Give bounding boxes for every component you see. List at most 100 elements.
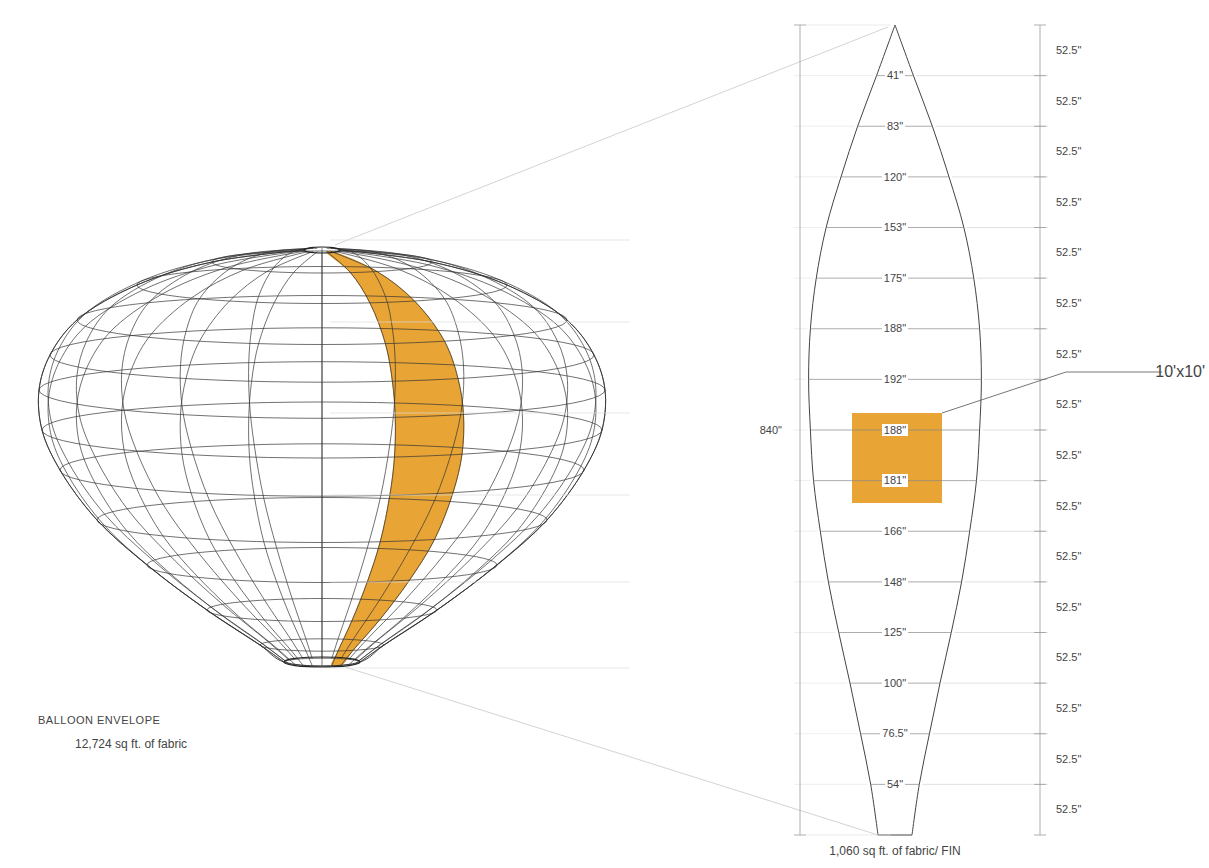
segment-dimension: 52.5" bbox=[1054, 601, 1083, 614]
projection-line bbox=[335, 27, 888, 245]
parallel-line bbox=[60, 444, 584, 496]
extension-line bbox=[806, 25, 891, 26]
extension-line bbox=[967, 227, 1048, 228]
level-guide bbox=[330, 582, 630, 583]
width-dimension: 54" bbox=[885, 778, 905, 791]
meridian-line bbox=[48, 250, 305, 661]
extension-line bbox=[794, 531, 817, 532]
level-guide bbox=[330, 668, 630, 669]
caption-text: BALLOON ENVELOPE bbox=[38, 714, 160, 727]
dimension-tick bbox=[1034, 328, 1046, 329]
dimension-line bbox=[800, 25, 801, 835]
leader-line bbox=[942, 372, 1162, 413]
balloon-wireframe bbox=[38, 247, 605, 667]
segment-dimension: 52.5" bbox=[1054, 550, 1083, 563]
meridian-line bbox=[180, 252, 313, 666]
extension-line bbox=[794, 278, 813, 279]
meridian-line bbox=[339, 250, 596, 661]
dimension-tick bbox=[1034, 278, 1046, 279]
dimension-tick bbox=[1034, 480, 1046, 481]
extension-line bbox=[794, 75, 874, 76]
parallel-line bbox=[212, 251, 432, 273]
segment-dimension: 52.5" bbox=[1054, 449, 1083, 462]
extension-line bbox=[794, 480, 811, 481]
width-dimension: 192" bbox=[882, 373, 908, 386]
extension-line bbox=[932, 733, 1048, 734]
meridian-line bbox=[327, 252, 396, 666]
extension-line bbox=[794, 176, 838, 177]
dimension-tick bbox=[1034, 75, 1046, 76]
width-dimension: 166" bbox=[882, 525, 908, 538]
meridian-line bbox=[249, 248, 318, 658]
height-dimension: 840" bbox=[758, 424, 784, 437]
dimension-tick bbox=[1034, 25, 1046, 26]
dimension-tick bbox=[1034, 531, 1046, 532]
dimension-tick bbox=[1034, 176, 1046, 177]
guide-lines bbox=[330, 27, 888, 835]
meridian-line bbox=[249, 252, 318, 666]
dimension-tick bbox=[1034, 733, 1046, 734]
segment-dimension: 52.5" bbox=[1054, 297, 1083, 310]
dimension-lines bbox=[794, 25, 1046, 835]
segment-dimension: 52.5" bbox=[1054, 500, 1083, 513]
projection-line bbox=[345, 667, 878, 835]
parallel-line bbox=[260, 639, 384, 651]
extension-line bbox=[794, 683, 847, 684]
highlighted-gore bbox=[327, 251, 464, 666]
segment-dimension: 52.5" bbox=[1054, 803, 1083, 816]
width-dimension: 148" bbox=[882, 576, 908, 589]
extension-line bbox=[935, 126, 1048, 127]
extension-line bbox=[794, 126, 855, 127]
level-guide bbox=[330, 322, 630, 323]
extension-line bbox=[794, 581, 825, 582]
dimension-tick bbox=[1034, 835, 1046, 836]
dimension-tick bbox=[1034, 430, 1046, 431]
width-dimension: 153" bbox=[882, 221, 908, 234]
segment-dimension: 52.5" bbox=[1054, 95, 1083, 108]
dimension-tick bbox=[1034, 632, 1046, 633]
caption-text: 1,060 sq ft. of fabric/ FIN bbox=[829, 845, 960, 859]
parallel-line bbox=[77, 296, 567, 345]
extension-line bbox=[977, 278, 1048, 279]
gore-pattern bbox=[794, 25, 1048, 835]
level-guide bbox=[330, 240, 630, 241]
extension-line bbox=[954, 632, 1048, 633]
fabric-square bbox=[852, 413, 942, 503]
parallel-line bbox=[147, 548, 497, 583]
segment-dimension: 52.5" bbox=[1054, 348, 1083, 361]
extension-line bbox=[794, 227, 823, 228]
dimension-tick bbox=[1034, 227, 1046, 228]
level-guide bbox=[330, 495, 630, 496]
extension-line bbox=[794, 784, 868, 785]
meridian-line bbox=[327, 248, 396, 658]
parallel-line bbox=[39, 362, 605, 419]
width-dimension: 100" bbox=[882, 677, 908, 690]
parallel-line bbox=[207, 599, 437, 622]
extension-line bbox=[943, 683, 1048, 684]
width-dimension: 181" bbox=[882, 474, 908, 487]
parallel-line bbox=[42, 402, 602, 458]
level-guide bbox=[330, 413, 630, 414]
extension-line bbox=[983, 328, 1048, 329]
segment-dimension: 52.5" bbox=[1054, 196, 1083, 209]
extension-line bbox=[922, 784, 1048, 785]
dimension-tick bbox=[1034, 126, 1046, 127]
parallel-line bbox=[97, 498, 547, 543]
extension-line bbox=[965, 581, 1048, 582]
meridian-line bbox=[322, 248, 323, 658]
dimension-tick bbox=[1034, 683, 1046, 684]
balloon-outline bbox=[38, 250, 605, 666]
meridian-line bbox=[335, 249, 523, 660]
dimension-tick bbox=[1034, 581, 1046, 582]
width-dimension: 120" bbox=[882, 171, 908, 184]
width-dimension: 125" bbox=[882, 626, 908, 639]
caption-text: 12,724 sq ft. of fabric bbox=[75, 738, 187, 752]
width-dimension: 41" bbox=[885, 69, 905, 82]
dimension-tick bbox=[794, 835, 806, 836]
parallel-line bbox=[50, 328, 594, 382]
crown-ring bbox=[304, 247, 340, 253]
meridian-line bbox=[331, 252, 464, 666]
width-dimension: 76.5" bbox=[880, 727, 909, 740]
extension-line bbox=[916, 75, 1048, 76]
width-dimension: 188" bbox=[882, 424, 908, 437]
